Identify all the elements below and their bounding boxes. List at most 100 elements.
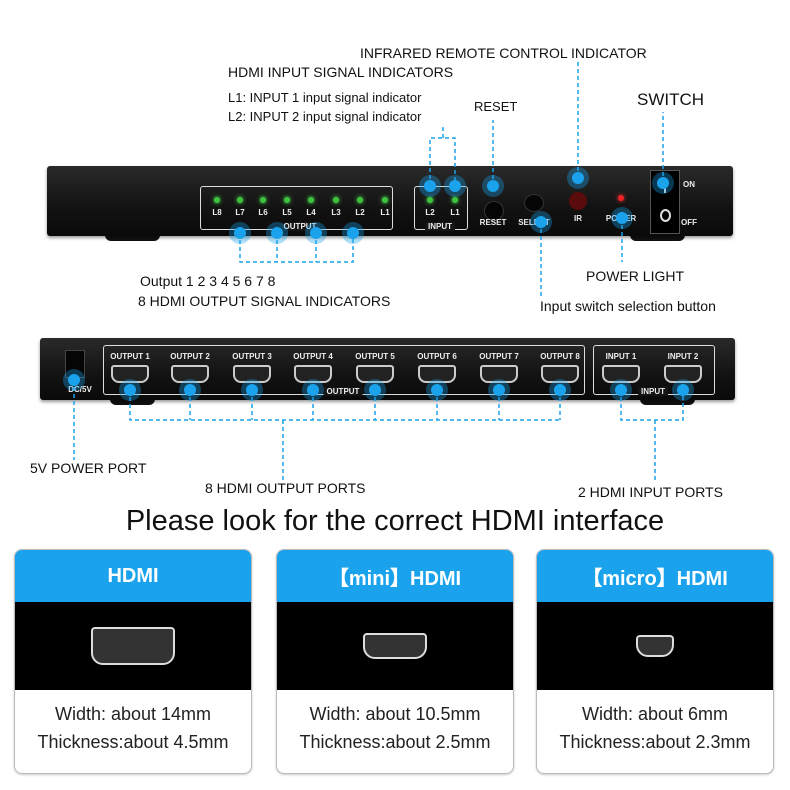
card-header: 【mini】HDMI bbox=[277, 550, 513, 602]
device-foot bbox=[630, 233, 685, 241]
input-led-label: L2 bbox=[425, 208, 435, 217]
width-spec: Width: about 10.5mm bbox=[309, 704, 481, 724]
power-text: POWER bbox=[605, 214, 637, 223]
mini-hdmi-connector-icon bbox=[363, 633, 427, 659]
output-led-label: L1 bbox=[380, 208, 390, 217]
thickness-spec: Thickness:about 2.3mm bbox=[559, 732, 751, 752]
l2-description: L2: INPUT 2 input signal indicator bbox=[228, 109, 422, 124]
back-panel: DC/5V OUTPUT INPUT OUTPUT 1 OUTPUT 2 OUTPU… bbox=[40, 338, 735, 400]
off-text: OFF bbox=[681, 218, 697, 227]
hdmi-output-port[interactable] bbox=[356, 365, 394, 383]
reset-label: RESET bbox=[474, 99, 518, 114]
hdmi-connector-icon bbox=[91, 627, 175, 665]
connector-photo bbox=[537, 602, 773, 690]
output-led-label: L7 bbox=[235, 208, 245, 217]
output-led bbox=[214, 197, 220, 203]
input-led bbox=[427, 197, 433, 203]
output-numbers-label: Output 1 2 3 4 5 6 7 8 bbox=[140, 273, 276, 289]
ir-text: IR bbox=[574, 214, 582, 223]
hdmi-output-port[interactable] bbox=[418, 365, 456, 383]
input-port-label: INPUT 2 bbox=[667, 352, 699, 361]
width-spec: Width: about 14mm bbox=[54, 704, 212, 724]
output-led bbox=[284, 197, 290, 203]
select-button[interactable] bbox=[524, 194, 544, 212]
power-led bbox=[618, 195, 624, 201]
hdmi-output-port[interactable] bbox=[233, 365, 271, 383]
output-led bbox=[333, 197, 339, 203]
callout-line bbox=[239, 233, 354, 263]
l1-description: L1: INPUT 1 input signal indicator bbox=[228, 90, 422, 105]
card-header: 【micro】HDMI bbox=[537, 550, 773, 602]
micro-hdmi-connector-icon bbox=[636, 635, 674, 657]
power-light-label: POWER LIGHT bbox=[586, 268, 685, 284]
output-port-label: OUTPUT 1 bbox=[110, 352, 150, 361]
ir-indicator-label: INFRARED REMOTE CONTROL INDICATOR bbox=[360, 45, 647, 61]
output-led-label: L4 bbox=[306, 208, 316, 217]
input-port-group-label: INPUT bbox=[638, 387, 668, 396]
connector-photo bbox=[277, 602, 513, 690]
output-led bbox=[260, 197, 266, 203]
output-port-label: OUTPUT 2 bbox=[170, 352, 210, 361]
device-foot bbox=[105, 233, 160, 241]
switch-label: SWITCH bbox=[637, 90, 705, 109]
hdmi-output-port[interactable] bbox=[480, 365, 518, 383]
output-led bbox=[357, 197, 363, 203]
output-led-label: L2 bbox=[355, 208, 365, 217]
hdmi-output-port[interactable] bbox=[171, 365, 209, 383]
switch-off-mark bbox=[660, 209, 671, 222]
output-led bbox=[237, 197, 243, 203]
dc-text: DC/5V bbox=[68, 385, 92, 394]
input-led bbox=[452, 197, 458, 203]
power-switch[interactable] bbox=[650, 170, 680, 234]
on-text: ON bbox=[683, 180, 695, 189]
output-led bbox=[308, 197, 314, 203]
thickness-spec: Thickness:about 4.5mm bbox=[37, 732, 229, 752]
output-indicators-label: 8 HDMI OUTPUT SIGNAL INDICATORS bbox=[138, 293, 391, 309]
width-spec: Width: about 6mm bbox=[581, 704, 729, 724]
output-led-label: L6 bbox=[258, 208, 268, 217]
switch-on-mark bbox=[664, 183, 666, 193]
hdmi-output-port[interactable] bbox=[111, 365, 149, 383]
connector-photo bbox=[15, 602, 251, 690]
hdmi-output-port[interactable] bbox=[294, 365, 332, 383]
input-port-label: INPUT 1 bbox=[605, 352, 637, 361]
output-port-label: OUTPUT 5 bbox=[355, 352, 395, 361]
hdmi-input-port[interactable] bbox=[664, 365, 702, 383]
output-led-label: L8 bbox=[212, 208, 222, 217]
hdmi-input-indicators-label: HDMI INPUT SIGNAL INDICATORS bbox=[228, 64, 454, 80]
reset-button[interactable] bbox=[484, 201, 504, 221]
output-group-label: OUTPUT bbox=[280, 222, 320, 231]
output-led-label: L3 bbox=[331, 208, 341, 217]
front-panel: OUTPUT L8 L7 L6 L5 L4 L3 L2 L1 INPUT L2 L1 RESET… bbox=[47, 166, 733, 236]
output-ports-label: 8 HDMI OUTPUT PORTS bbox=[205, 480, 366, 496]
output-port-label: OUTPUT 7 bbox=[479, 352, 519, 361]
dc-jack[interactable] bbox=[65, 350, 85, 378]
comparison-title: Please look for the correct HDMI interfa… bbox=[125, 505, 665, 537]
output-port-label: OUTPUT 8 bbox=[540, 352, 580, 361]
ir-receiver bbox=[569, 192, 587, 210]
output-port-label: OUTPUT 3 bbox=[232, 352, 272, 361]
output-port-label: OUTPUT 6 bbox=[417, 352, 457, 361]
reset-text: RESET bbox=[479, 218, 507, 227]
power-port-label: 5V POWER PORT bbox=[30, 460, 147, 476]
output-port-group-label: OUTPUT bbox=[323, 387, 363, 396]
input-ports-label: 2 HDMI INPUT PORTS bbox=[578, 484, 723, 500]
select-button-label: Input switch selection button bbox=[540, 298, 716, 314]
input-group-label: INPUT bbox=[425, 222, 455, 231]
thickness-spec: Thickness:about 2.5mm bbox=[299, 732, 491, 752]
callout-line bbox=[440, 127, 444, 138]
card-header: HDMI bbox=[15, 550, 251, 602]
input-led-label: L1 bbox=[450, 208, 460, 217]
output-led-label: L5 bbox=[282, 208, 292, 217]
output-led bbox=[382, 197, 388, 203]
hdmi-output-port[interactable] bbox=[541, 365, 579, 383]
output-port-label: OUTPUT 4 bbox=[293, 352, 333, 361]
hdmi-input-port[interactable] bbox=[602, 365, 640, 383]
select-text: SELECT bbox=[518, 218, 550, 227]
